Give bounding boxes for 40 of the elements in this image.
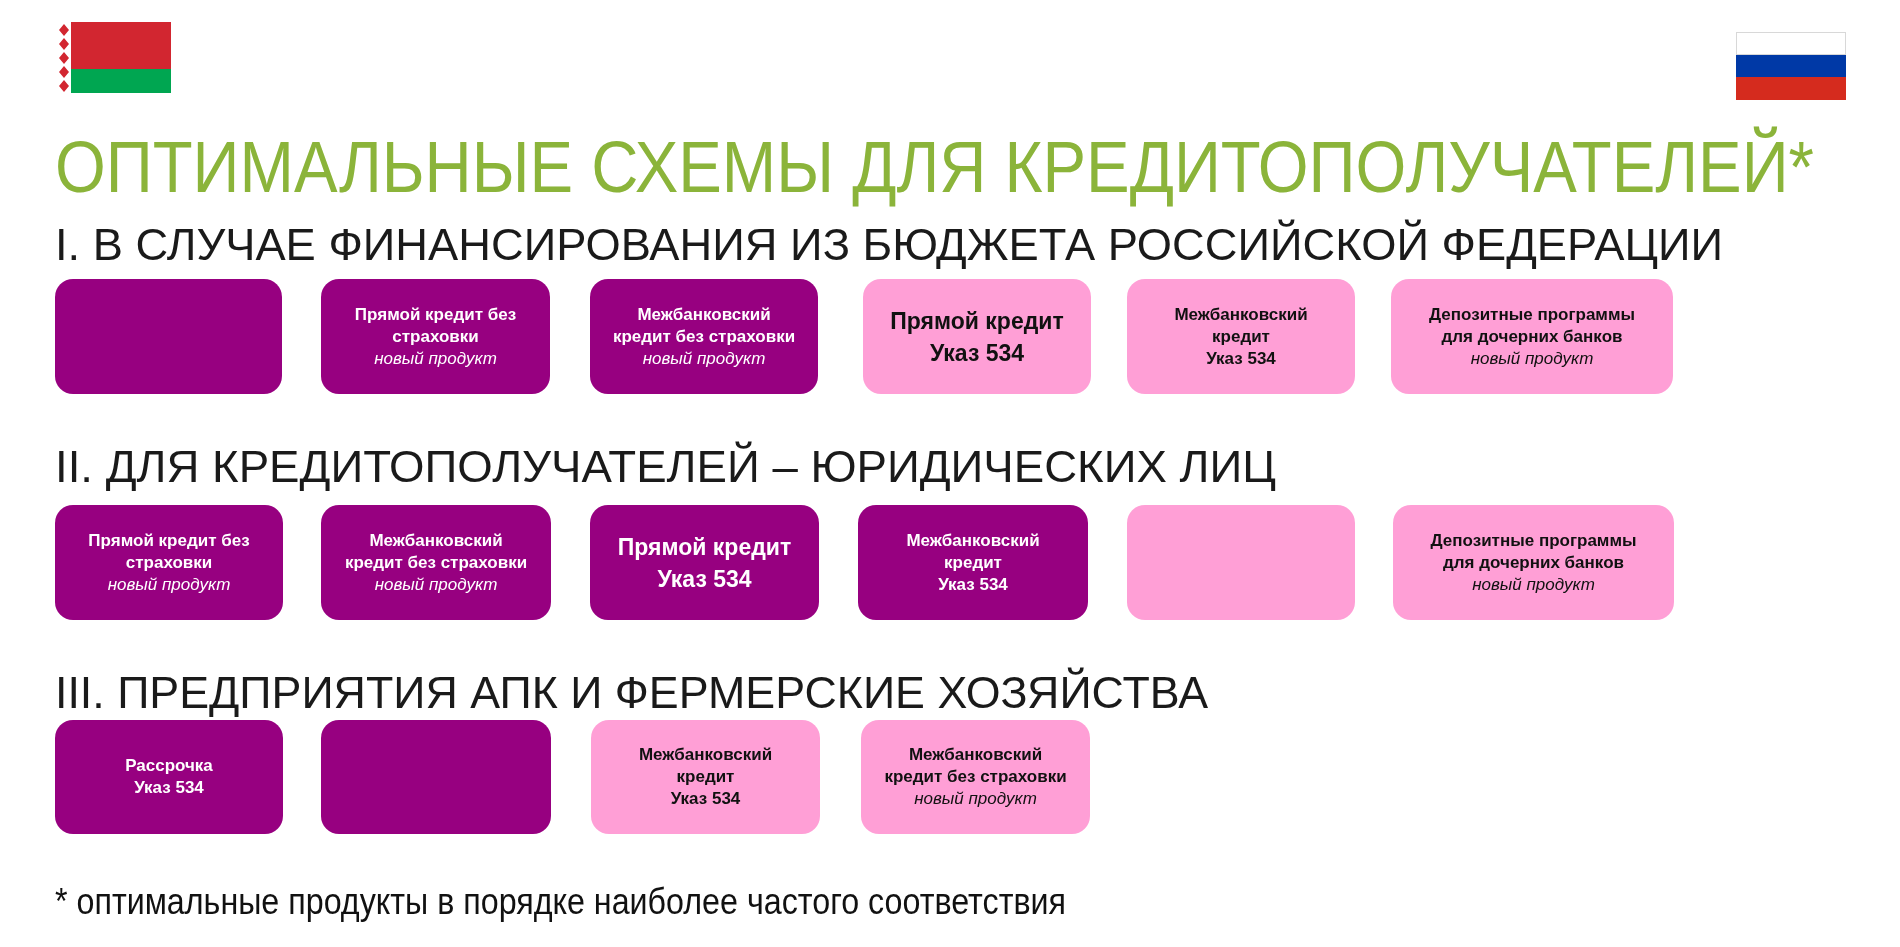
product-name: Прямой кредит — [617, 532, 792, 562]
footnote: * оптимальные продукты в порядке наиболее частого соответствия — [55, 881, 1066, 923]
product-note: новый продукт — [107, 573, 231, 596]
product-card — [1127, 279, 1355, 394]
product-card — [55, 505, 283, 620]
section-heading: I. В СЛУЧАЕ ФИНАНСИРОВАНИЯ ИЗ БЮДЖЕТА РОССИЙСКОЙ ФЕДЕРАЦИИ — [55, 218, 1723, 272]
product-note: новый продукт — [1470, 347, 1594, 370]
page-title: ОПТИМАЛЬНЫЕ СХЕМЫ ДЛЯ КРЕДИТОПОЛУЧАТЕЛЕЙ* — [55, 126, 1814, 210]
section-heading: II. ДЛЯ КРЕДИТОПОЛУЧАТЕЛЕЙ – ЮРИДИЧЕСКИХ ЛИЦ — [55, 440, 1276, 494]
product-note: новый продукт — [913, 788, 1038, 810]
product-note: новый продукт — [373, 347, 498, 370]
product-card — [1127, 505, 1355, 620]
product-name: Рассрочка — [124, 755, 214, 777]
section-heading: III. ПРЕДПРИЯТИЯ АПК И ФЕРМЕРСКИЕ ХОЗЯЙСТВА — [55, 667, 1208, 719]
decree-reference: Указ 534 — [937, 573, 1009, 596]
product-card — [861, 720, 1090, 834]
product-card — [590, 279, 818, 394]
decree-reference: Указ 534 — [929, 338, 1025, 368]
product-name: Межбанковский кредит — [1173, 303, 1309, 348]
product-note: новый продукт — [374, 573, 498, 596]
decree-reference: Указ 534 — [670, 788, 741, 810]
product-note: новый продукт — [642, 347, 766, 370]
product-card — [321, 505, 551, 620]
product-note: новый продукт — [1471, 573, 1596, 596]
product-name: Межбанковский кредит — [638, 744, 773, 788]
product-card — [1393, 505, 1674, 620]
product-card — [55, 720, 283, 834]
decree-reference: Указ 534 — [133, 777, 205, 799]
product-card — [858, 505, 1088, 620]
product-card — [321, 720, 551, 834]
product-name: Прямой кредит — [889, 306, 1065, 336]
product-name: Межбанковский кредит — [905, 529, 1041, 574]
product-card — [321, 279, 550, 394]
product-card — [590, 505, 819, 620]
decree-reference: Указ 534 — [1205, 347, 1277, 370]
product-card — [1391, 279, 1673, 394]
product-card — [591, 720, 820, 834]
product-card — [863, 279, 1091, 394]
product-card — [55, 279, 282, 394]
decree-reference: Указ 534 — [656, 564, 753, 594]
